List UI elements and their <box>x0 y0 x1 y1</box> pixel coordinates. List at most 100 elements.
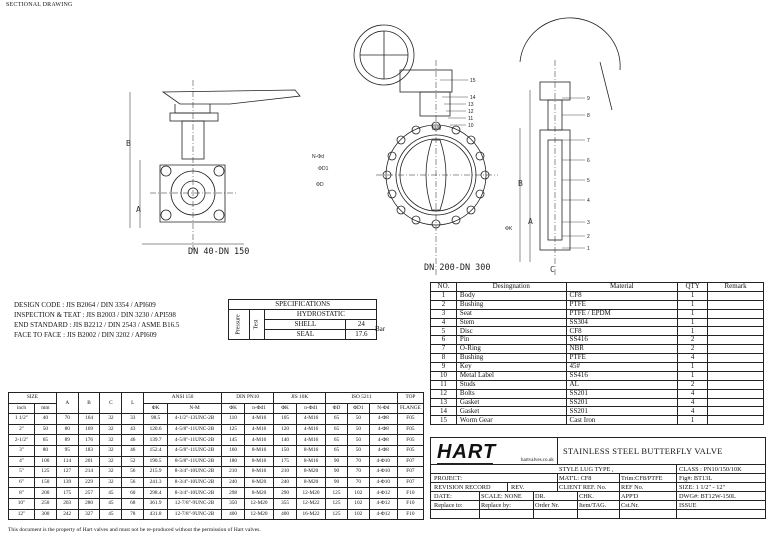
bom-cell: 1 <box>430 290 457 301</box>
dims-cell: 8-M20 <box>295 466 327 478</box>
dims-cell: 90 <box>325 476 348 489</box>
dims-cell: 240 <box>273 476 297 489</box>
dims-cell: F05 <box>396 434 425 446</box>
dims-cell: 140 <box>273 434 297 446</box>
dims-cell: 400 <box>221 508 245 521</box>
bom-cell: 3 <box>430 308 457 319</box>
bom-cell: CF8 <box>565 290 679 301</box>
fig-label: Fig#: BT13L <box>679 475 713 482</box>
dims-cell: 176 <box>77 434 101 446</box>
bom-cell: 10 <box>430 370 457 381</box>
dims-cell: 4-Φ12 <box>368 508 398 521</box>
bom-cell <box>707 353 764 364</box>
spec-title: SPECIFICATIONS <box>227 299 378 310</box>
dims-cell: 4-M16 <box>295 434 327 446</box>
dimensions-table: SIZE A B C L ANSI 150 DIN PN10 JIS 10K I… <box>8 391 425 521</box>
callout-n-d: N-Φd <box>312 154 324 160</box>
bom-cell: 4 <box>677 353 709 364</box>
dims-cell: 2-1/2" <box>8 434 35 446</box>
dr-label: DR. <box>535 493 546 500</box>
handwheel <box>353 24 415 86</box>
dims-cell: 56 <box>121 476 145 489</box>
valve-drawing: B A B A C N-M N-Φd ΦD1 ΦD ΦK 15 14 13 12… <box>126 17 621 275</box>
dims-cell: 8-3/4"-10UNC-2B <box>167 466 223 478</box>
dims-cell: 152.4 <box>143 444 169 457</box>
dims-cell: 43 <box>121 423 145 436</box>
design-code-line: END STANDARD : JIS B2212 / DIN 2543 / AS… <box>14 321 180 329</box>
bom-cell: Metal Label <box>455 370 567 381</box>
appd-label: APP'D <box>621 493 639 500</box>
spec-shell-label: SHELL <box>264 319 347 330</box>
spec-shell-value: 24 <box>345 319 378 330</box>
bom-cell: Seat <box>455 308 567 319</box>
bom-cell: 8 <box>430 353 457 364</box>
dims-cell: 290 <box>273 487 297 499</box>
dims-cell: 240 <box>221 476 245 489</box>
dims-cell: 50 <box>346 423 370 436</box>
bom-cell: 12 <box>430 388 457 399</box>
dims-cell: 190.5 <box>143 455 169 468</box>
dims-cell: 50 <box>33 423 57 436</box>
bom-cell: 6 <box>430 335 457 346</box>
bom-cell: SS304 <box>565 317 679 328</box>
bom-cell: Studs <box>455 379 567 390</box>
callout-d1: ΦD1 <box>318 166 329 172</box>
dims-cell: 215.9 <box>143 466 169 478</box>
bom-cell <box>707 362 764 372</box>
bom-cell: 11 <box>430 379 457 390</box>
dims-cell: F05 <box>396 413 425 425</box>
specifications-table: SPECIFICATIONS Pressure Test HYDROSTATIC… <box>227 299 378 340</box>
replace-by-label: Replace by: <box>481 502 511 509</box>
dims-cell: 105 <box>273 413 297 425</box>
bom-cell: Pin <box>455 335 567 346</box>
dims-cell: 139.7 <box>143 434 169 446</box>
bom-cell: CF8 <box>565 326 679 337</box>
bom-cell <box>707 290 764 301</box>
dims-cell: 70 <box>346 455 370 468</box>
dims-cell: 100 <box>33 455 57 468</box>
dims-cell: 4-5/8"-11UNC-2B <box>167 444 223 457</box>
dims-cell: 8-M16 <box>243 466 275 478</box>
ref-no-label: REF No. <box>621 484 644 491</box>
dims-cell: 210 <box>221 466 245 478</box>
dims-cell: 4-Φ10 <box>368 476 398 489</box>
item-number: 13 <box>468 102 474 108</box>
dims-cell: 145 <box>221 434 245 446</box>
design-code-line: INSPECTION & TEAT : JIS B2003 / DIN 3230… <box>14 311 176 319</box>
bom-cell: 13 <box>430 397 457 408</box>
dims-cell: 150 <box>33 476 57 489</box>
spec-type: HYDROSTATIC <box>264 309 378 320</box>
dims-cell: 80 <box>33 444 57 457</box>
bom-header: Material <box>565 282 679 292</box>
dims-sub-iso-d: ΦD <box>325 402 348 415</box>
bom-cell: Cast Iron <box>565 415 679 426</box>
dims-cell: 4-M16 <box>243 423 275 436</box>
dims-cell: 8-M20 <box>243 476 275 489</box>
left-body <box>159 164 226 223</box>
dims-sub-ansi-nm: N-M <box>167 402 223 415</box>
dims-cell: 45 <box>99 497 123 510</box>
bom-cell <box>707 379 764 390</box>
dims-col-b: B <box>77 391 101 415</box>
dims-cell: 12-M22 <box>295 497 327 510</box>
bom-cell: 2 <box>677 335 709 346</box>
website: hartvalves.co.uk <box>521 458 554 463</box>
bom-cell: O-Ring <box>455 344 567 355</box>
bom-cell: 45# <box>565 362 679 372</box>
dims-sub-flange: FLANGE <box>396 402 425 415</box>
dims-cell: 4-Φ8 <box>368 434 398 446</box>
bom-cell <box>707 344 764 355</box>
dims-sub-din-nd: n-Φd1 <box>243 402 275 415</box>
bom-cell <box>707 326 764 337</box>
dims-cell: 175 <box>273 455 297 468</box>
item-number: 4 <box>587 198 590 204</box>
